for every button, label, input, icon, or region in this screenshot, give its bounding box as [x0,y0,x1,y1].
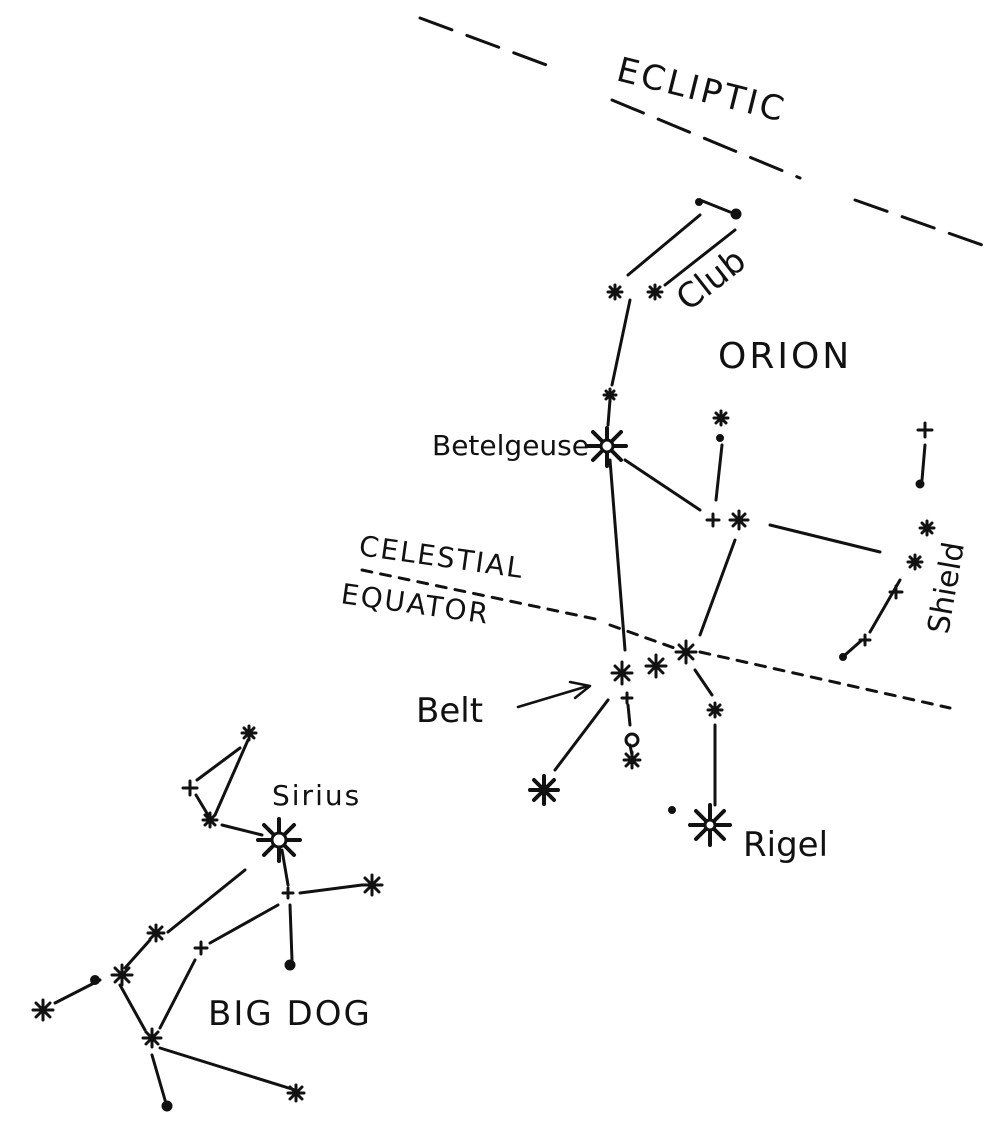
orion-stars [528,198,936,847]
big-dog-label: BIG DOG [208,994,372,1034]
ecliptic-line [418,16,987,248]
rigel-star [688,803,732,847]
big-dog-stars [31,724,384,1112]
belt-label: Belt [416,691,483,731]
club-label: Club [669,241,754,320]
sirius-star [256,817,302,863]
rigel-label: Rigel [743,825,828,865]
betelgeuse-star [586,426,628,468]
betelgeuse-label: Betelgeuse [432,429,589,462]
sirius-label: Sirius [272,779,361,812]
belt-stars [610,639,698,686]
belt-arrow [516,680,592,709]
ecliptic-label: ECLIPTIC [613,50,791,131]
big-dog-lines [53,738,364,1102]
orion-lines [553,198,927,807]
celestial-label: CELESTIAL [357,529,526,585]
shield-label: Shield [921,539,971,636]
celestial-equator-line [360,568,952,710]
orion-label: ORION [718,336,852,377]
equator-label: EQUATOR [339,577,492,631]
